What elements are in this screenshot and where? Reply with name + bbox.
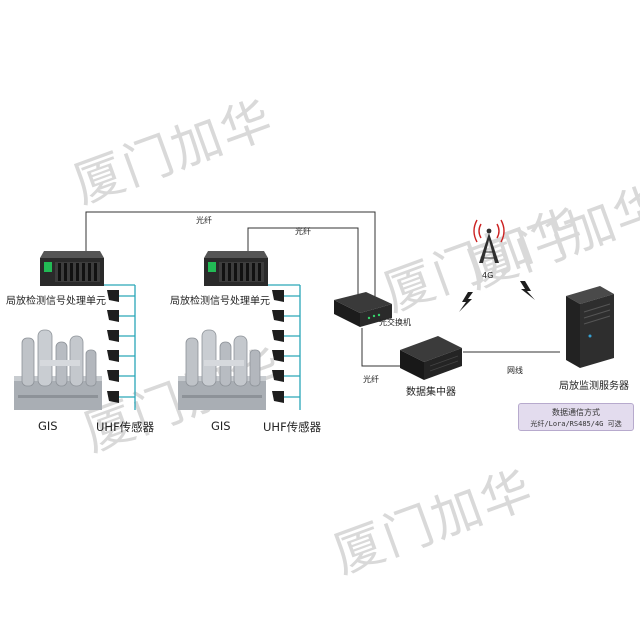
uhf-sensor bbox=[107, 391, 119, 403]
note-title: 数据通信方式 bbox=[552, 408, 600, 417]
uhf-sensors-1 bbox=[107, 290, 119, 403]
signal-waves-icon bbox=[473, 219, 505, 243]
gis-equipment-1 bbox=[14, 329, 102, 410]
sensor-bus-2 bbox=[265, 284, 301, 410]
data-concentrator-device bbox=[400, 336, 462, 380]
uhf-sensor bbox=[107, 310, 119, 322]
uhf-sensor-label: UHF传感器 bbox=[263, 420, 322, 434]
fiber-link-unit2 bbox=[247, 227, 359, 298]
processing-unit-1-device bbox=[40, 251, 104, 286]
uhf-sensor-label: UHF传感器 bbox=[96, 420, 155, 434]
fiber-link-collector bbox=[361, 328, 408, 367]
processing-unit-label: 局放检测信号处理单元 bbox=[6, 296, 106, 307]
wireless-link-icon bbox=[459, 292, 473, 312]
server-tower-device bbox=[566, 286, 614, 368]
communication-note: 数据通信方式 光纤/Lora/RS485/4G 可选 bbox=[518, 403, 634, 431]
collector-label: 数据集中器 bbox=[406, 387, 456, 398]
server-label: 局放监测服务器 bbox=[559, 381, 629, 392]
uhf-sensor bbox=[272, 310, 284, 322]
gis-equipment-2 bbox=[178, 329, 266, 410]
tower-label: 4G bbox=[482, 271, 494, 280]
processing-unit-label: 局放检测信号处理单元 bbox=[170, 296, 270, 307]
processing-unit-2-device bbox=[204, 251, 268, 286]
uhf-sensor bbox=[272, 330, 284, 342]
uhf-sensor bbox=[272, 370, 284, 382]
fiber-label: 光纤 bbox=[295, 227, 311, 236]
uhf-sensor bbox=[107, 330, 119, 342]
connection-lines bbox=[85, 211, 560, 367]
fiber-label: 光纤 bbox=[363, 375, 379, 384]
gis-label: GIS bbox=[38, 419, 58, 433]
network-label: 网线 bbox=[507, 366, 523, 375]
uhf-sensor bbox=[107, 370, 119, 382]
uhf-sensor bbox=[272, 391, 284, 403]
switch-label: 光交换机 bbox=[379, 318, 411, 327]
gis-label: GIS bbox=[211, 419, 231, 433]
uhf-sensor bbox=[107, 350, 119, 362]
fiber-link-unit1 bbox=[85, 211, 376, 302]
note-options: 光纤/Lora/RS485/4G 可选 bbox=[530, 420, 622, 428]
wireless-link-icon bbox=[520, 281, 535, 300]
uhf-sensors-2 bbox=[272, 290, 284, 403]
sensor-bus-1 bbox=[101, 284, 136, 410]
fiber-label: 光纤 bbox=[196, 216, 212, 225]
uhf-sensor bbox=[272, 350, 284, 362]
uhf-sensor bbox=[107, 290, 119, 302]
optical-switch-device bbox=[334, 292, 392, 327]
uhf-sensor bbox=[272, 290, 284, 302]
cell-tower-icon bbox=[479, 228, 499, 263]
